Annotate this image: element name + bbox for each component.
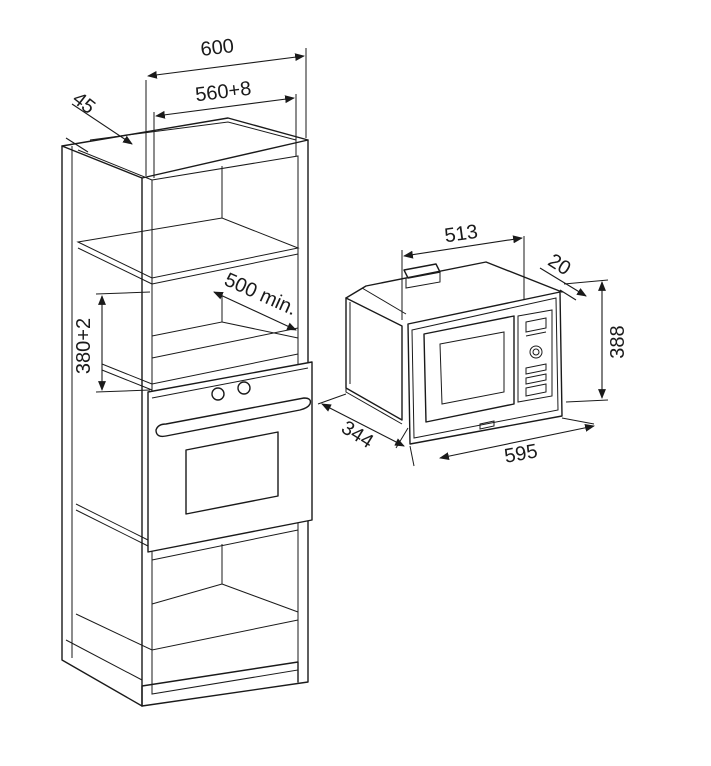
dim-appliance-width: 595 bbox=[503, 440, 540, 467]
control-panel bbox=[517, 309, 553, 403]
dim-niche-height: 380+2 bbox=[73, 318, 95, 374]
microwave-door bbox=[423, 315, 515, 423]
cabinet-dimensions: 600 560+8 45 380+2 500 min. bbox=[65, 35, 307, 393]
oven-knob-right bbox=[237, 381, 251, 395]
dim-top-depth: 513 bbox=[443, 221, 479, 247]
dim-cabinet-width: 600 bbox=[199, 35, 235, 61]
display bbox=[525, 317, 547, 333]
dim-frame-offset: 20 bbox=[544, 250, 575, 280]
top-vent bbox=[403, 263, 441, 279]
microwave-appliance bbox=[345, 261, 563, 445]
dim-appliance-depth: 344 bbox=[337, 417, 377, 453]
dim-depth-min: 500 min. bbox=[221, 269, 300, 320]
oven-window bbox=[185, 431, 279, 515]
dim-niche-width: 560+8 bbox=[194, 78, 252, 107]
microwave-window bbox=[439, 331, 505, 405]
oven-knob-left bbox=[211, 387, 225, 401]
tall-cabinet bbox=[61, 117, 313, 707]
dim-panel-thickness: 45 bbox=[68, 88, 99, 119]
dim-appliance-height: 388 bbox=[607, 325, 629, 358]
control-knob bbox=[529, 345, 543, 359]
